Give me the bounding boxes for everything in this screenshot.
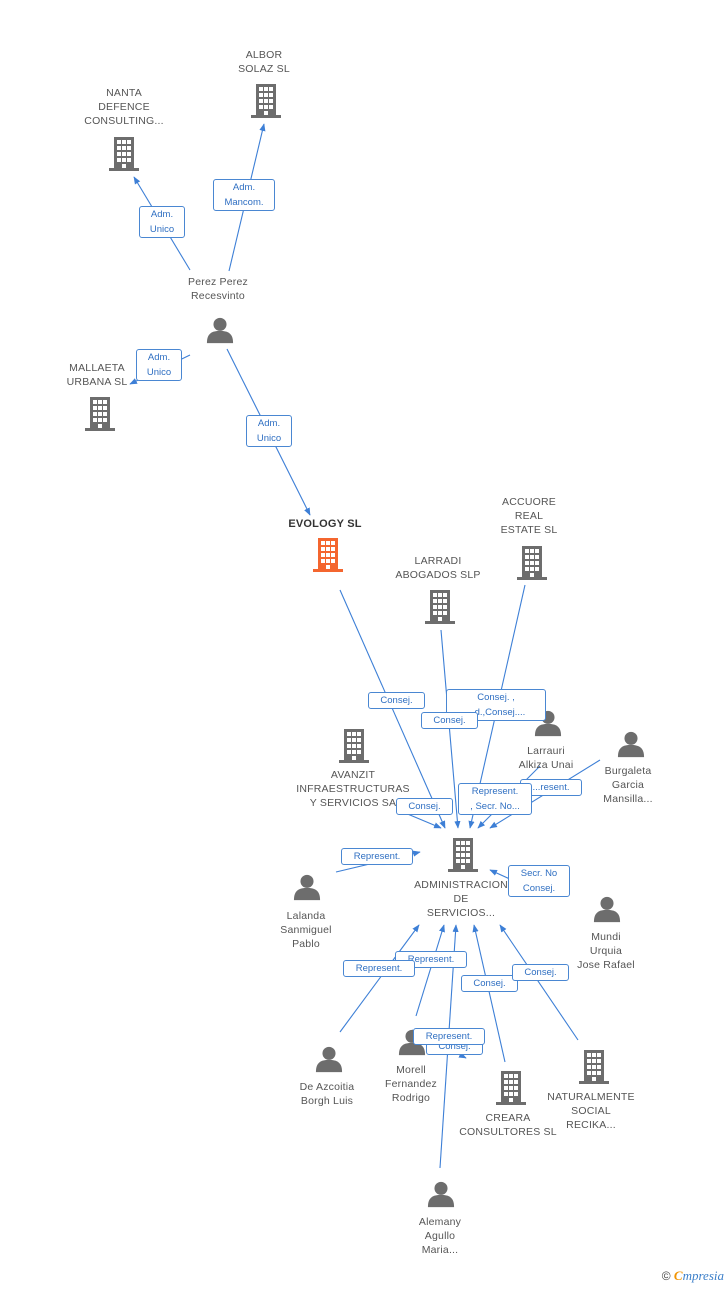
edge-label-adm-unico-nanta: Adm.Unico	[139, 206, 185, 238]
edge-label-consej-creara: Consej.	[461, 975, 518, 992]
building-icon-mallaeta	[85, 397, 115, 431]
building-icon-evology	[313, 538, 343, 572]
building-icon-naturalmente	[579, 1050, 609, 1084]
edge-naturalmente-admin	[499, 924, 579, 1041]
building-icon-avanzit	[339, 729, 369, 763]
edge-label-represent-larrauri: ...resent.	[520, 779, 582, 796]
edge-morell-admin	[415, 924, 445, 1017]
edge-label-represent-secr: Represent., Secr. No...	[458, 783, 532, 815]
edge-label-represent-lalanda: Represent.	[341, 848, 413, 865]
edge-label-consej-avanzit: Consej.	[396, 798, 453, 815]
building-icon-administracion	[448, 838, 478, 872]
edge-label-represent-alemany: Represent.	[413, 1028, 485, 1045]
edge-label-adm-unico-mallaeta: Adm.Unico	[136, 349, 182, 381]
edge-label-consej-larradi: Consej.	[421, 712, 478, 729]
edge-label-adm-mancom: Adm.Mancom.	[213, 179, 275, 211]
node-evology[interactable]: EVOLOGY SL	[288, 518, 362, 530]
building-icon-accuore	[517, 546, 547, 580]
edge-label-represent-decoitia: Represent.	[343, 960, 415, 977]
edge-label-consej-evology: Consej.	[368, 692, 425, 709]
person-icon-lalanda	[293, 874, 321, 901]
person-icon-burgaleta	[617, 731, 645, 758]
building-icon-creara	[496, 1071, 526, 1105]
edge-decoitia-admin	[339, 924, 420, 1033]
edge-evology-admin	[339, 589, 446, 829]
copyright-icon: ©	[661, 1269, 671, 1283]
edge-larradi-admin	[440, 629, 461, 829]
building-icon-albor	[251, 84, 281, 118]
edge-creara-admin	[472, 924, 506, 1063]
edge-label-consej-naturalmente: Consej.	[512, 964, 569, 981]
person-icon-alemany	[427, 1181, 455, 1208]
building-icon-larradi	[425, 590, 455, 624]
person-icon-decoitia	[315, 1046, 343, 1073]
person-icon-perez	[206, 317, 234, 344]
empresia-logo: Cmpresia	[673, 1268, 724, 1283]
footer-brand[interactable]: © Cmpresia	[662, 1268, 724, 1284]
person-icon-mundi	[593, 896, 621, 923]
edge-label-adm-unico-evology: Adm.Unico	[246, 415, 292, 447]
building-icon-nanta	[109, 137, 139, 171]
